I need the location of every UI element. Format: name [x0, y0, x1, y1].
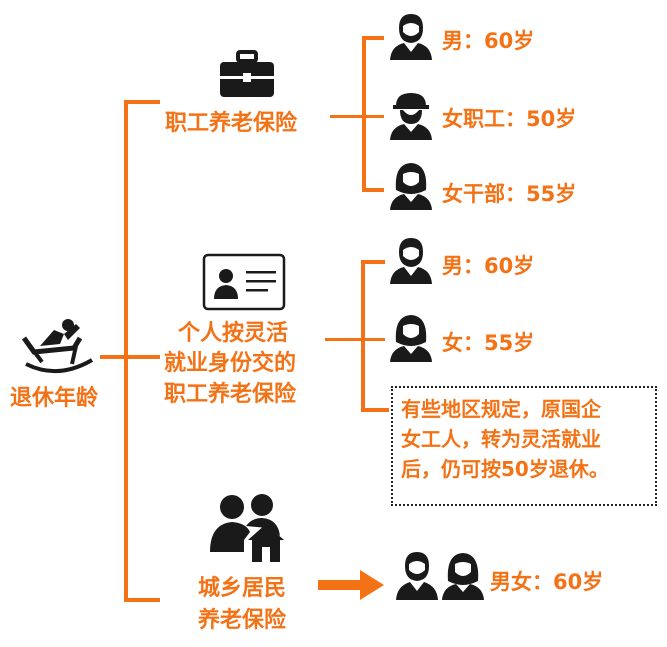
branch-2-leaf-2-label: 女：55岁 — [442, 331, 535, 355]
arrow-right-icon — [318, 570, 384, 600]
note-box: 有些地区规定，原国企 女工人，转为灵活就业 后，仍可按50岁退休。 — [391, 386, 657, 506]
branch-1-leaf-1-label: 男：60岁 — [442, 29, 535, 53]
note-line-3: 后，仍可按50岁退休。 — [401, 457, 609, 481]
branch-1-leaf-3-label: 女干部：55岁 — [442, 182, 577, 206]
branch-1-leaf-2-label: 女职工：50岁 — [442, 107, 577, 131]
branch-1-leaf-3-tick — [362, 188, 384, 192]
root-connector — [100, 355, 128, 359]
branch-3-leaf-1-label: 男女：60岁 — [490, 570, 604, 594]
branch-1-link — [330, 115, 364, 118]
branch-1-leaf-2-tick — [362, 115, 384, 118]
branch-2-title-line-1: 个人按灵活 — [178, 321, 289, 346]
woman-icon — [390, 163, 432, 210]
branch-2-link — [325, 338, 363, 341]
man-icon — [390, 238, 432, 284]
rocking-chair-icon — [21, 319, 94, 374]
branch-2-leaf-1-label: 男：60岁 — [442, 254, 535, 278]
branch-3-connector — [124, 598, 160, 602]
branch-2-leaf-2-tick — [361, 338, 385, 341]
branch-3-title-line-1: 城乡居民 — [198, 576, 287, 601]
woman-icon — [390, 315, 432, 362]
family-home-icon — [210, 494, 284, 562]
man-icon — [390, 14, 432, 60]
branch-2-title-line-3: 职工养老保险 — [164, 382, 297, 407]
note-line-2: 女工人，转为灵活就业 — [401, 427, 601, 451]
female-worker-icon — [390, 93, 432, 140]
branch-2-bracket — [361, 260, 365, 412]
briefcase-icon — [220, 50, 274, 97]
id-card-icon — [202, 253, 286, 311]
branch-1-title-line-1: 职工养老保险 — [165, 111, 298, 136]
branch-1-connector — [124, 100, 160, 104]
branch-2-title-line-2: 就业身份交的 — [164, 351, 297, 376]
branch-3-title-line-2: 养老保险 — [198, 608, 287, 633]
trunk-line — [124, 100, 128, 600]
branch-2-leaf-1-tick — [361, 260, 385, 264]
root-label: 退休年龄 — [10, 386, 99, 411]
branch-1-leaf-1-tick — [362, 36, 384, 40]
branch-2-note-tick — [361, 408, 389, 412]
man-and-woman-icon — [396, 552, 484, 600]
note-line-1: 有些地区规定，原国企 — [401, 397, 601, 421]
branch-2-connector — [124, 355, 160, 359]
branch-1-bracket — [362, 36, 366, 192]
